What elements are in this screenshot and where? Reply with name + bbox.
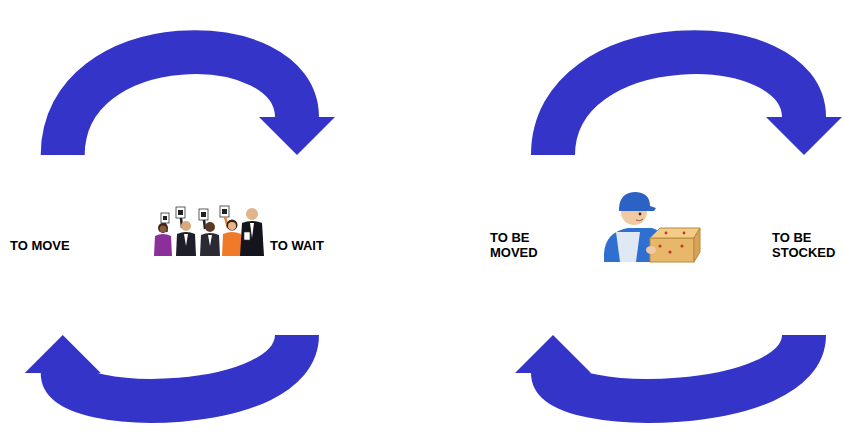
- arrow-head: [766, 117, 842, 155]
- text-group: TO BE MOVED: [490, 230, 560, 260]
- cycle-arrow: [63, 52, 335, 155]
- cycle-arrow: [25, 335, 297, 401]
- arrow-band: [63, 52, 297, 155]
- delivery-man-illustration: [604, 192, 700, 262]
- step-label: TO BE MOVED: [490, 230, 560, 260]
- step-label: TO WAIT: [270, 238, 324, 253]
- arrow-band: [553, 52, 804, 155]
- cycle-step: TO BE MOVED: [482, 155, 568, 335]
- text-group: TO WAIT: [270, 238, 324, 253]
- arrow-band: [553, 335, 804, 401]
- cycle-step: TO MOVE: [2, 155, 78, 335]
- step-label: TO BE STOCKED: [772, 230, 836, 260]
- arrow-band: [63, 335, 297, 401]
- step-label: TO MOVE: [10, 238, 70, 253]
- text-group: TO BE STOCKED: [772, 230, 836, 260]
- cycle-step: TO BE STOCKED: [764, 155, 844, 335]
- text-group: TO MOVE: [10, 238, 70, 253]
- arrow-head: [25, 335, 101, 373]
- cycle-arrow: [553, 52, 842, 155]
- arrow-head: [259, 117, 335, 155]
- people-illustration: [154, 206, 264, 256]
- cycle-step: TO WAIT: [262, 155, 332, 335]
- cycle-arrow: [515, 335, 804, 401]
- arrow-head: [515, 335, 591, 373]
